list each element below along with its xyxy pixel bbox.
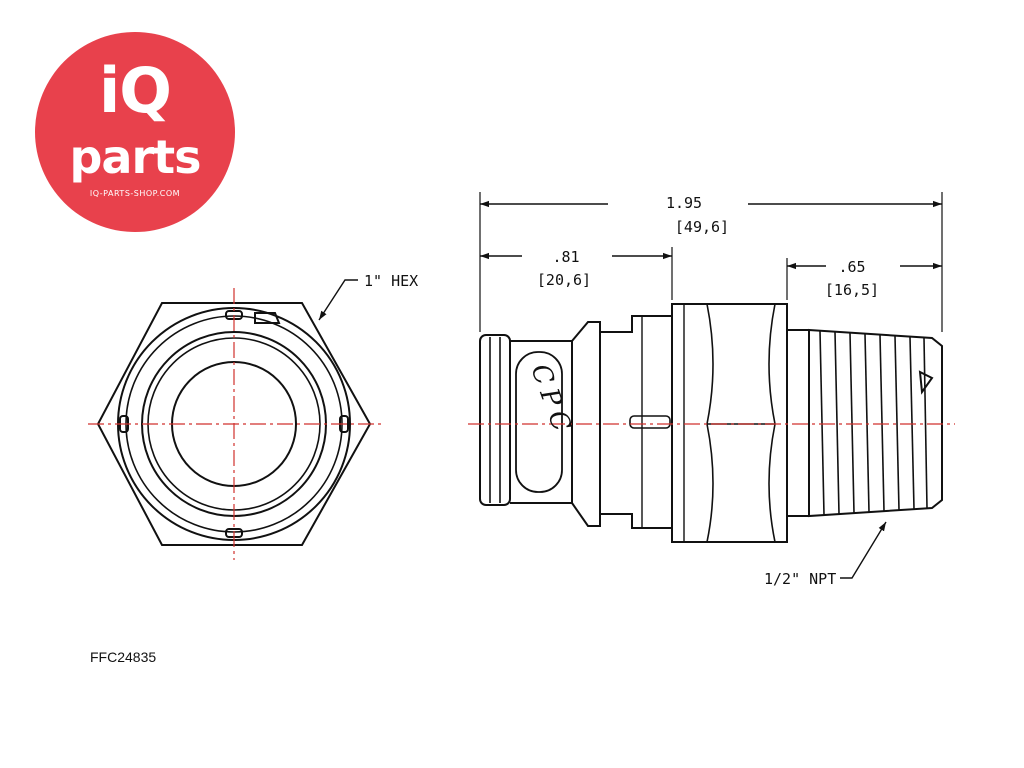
thread-neck — [786, 329, 810, 517]
iq-parts-logo[interactable]: iQ parts IQ-PARTS-SHOP.COM — [35, 32, 235, 232]
logo-brand-top: iQ — [99, 54, 172, 127]
thread-crests — [819, 330, 928, 516]
coupling-nose — [479, 334, 511, 506]
extension-lines — [479, 192, 943, 332]
release-button — [254, 312, 281, 324]
thread-start-mark — [918, 370, 934, 395]
logo-brand-bottom: parts — [69, 130, 201, 184]
latch-pin — [629, 415, 671, 429]
front-centerlines — [88, 288, 382, 560]
dim-overall-mm: [49,6] — [675, 218, 729, 236]
npt-thread-body — [808, 328, 943, 518]
coupling-body — [510, 340, 573, 504]
dim-overall-inch: 1.95 — [666, 194, 702, 212]
latch-region — [599, 315, 673, 529]
hex-callout-label: 1" HEX — [364, 272, 418, 290]
dim-coupling-inch: .81 — [552, 248, 579, 266]
npt-callout-leader — [840, 521, 887, 579]
part-number: FFC24835 — [90, 649, 157, 665]
logo-website: IQ-PARTS-SHOP.COM — [89, 189, 181, 198]
dim-coupling-mm: [20,6] — [537, 271, 591, 289]
hex-callout-leader — [318, 279, 358, 321]
dim-thread-inch: .65 — [838, 258, 865, 276]
cpc-body-mark: CPC — [524, 360, 578, 441]
dim-thread-mm: [16,5] — [825, 281, 879, 299]
npt-callout-label: 1/2" NPT — [764, 570, 836, 588]
cpc-badge — [515, 351, 563, 493]
side-view — [479, 303, 943, 543]
